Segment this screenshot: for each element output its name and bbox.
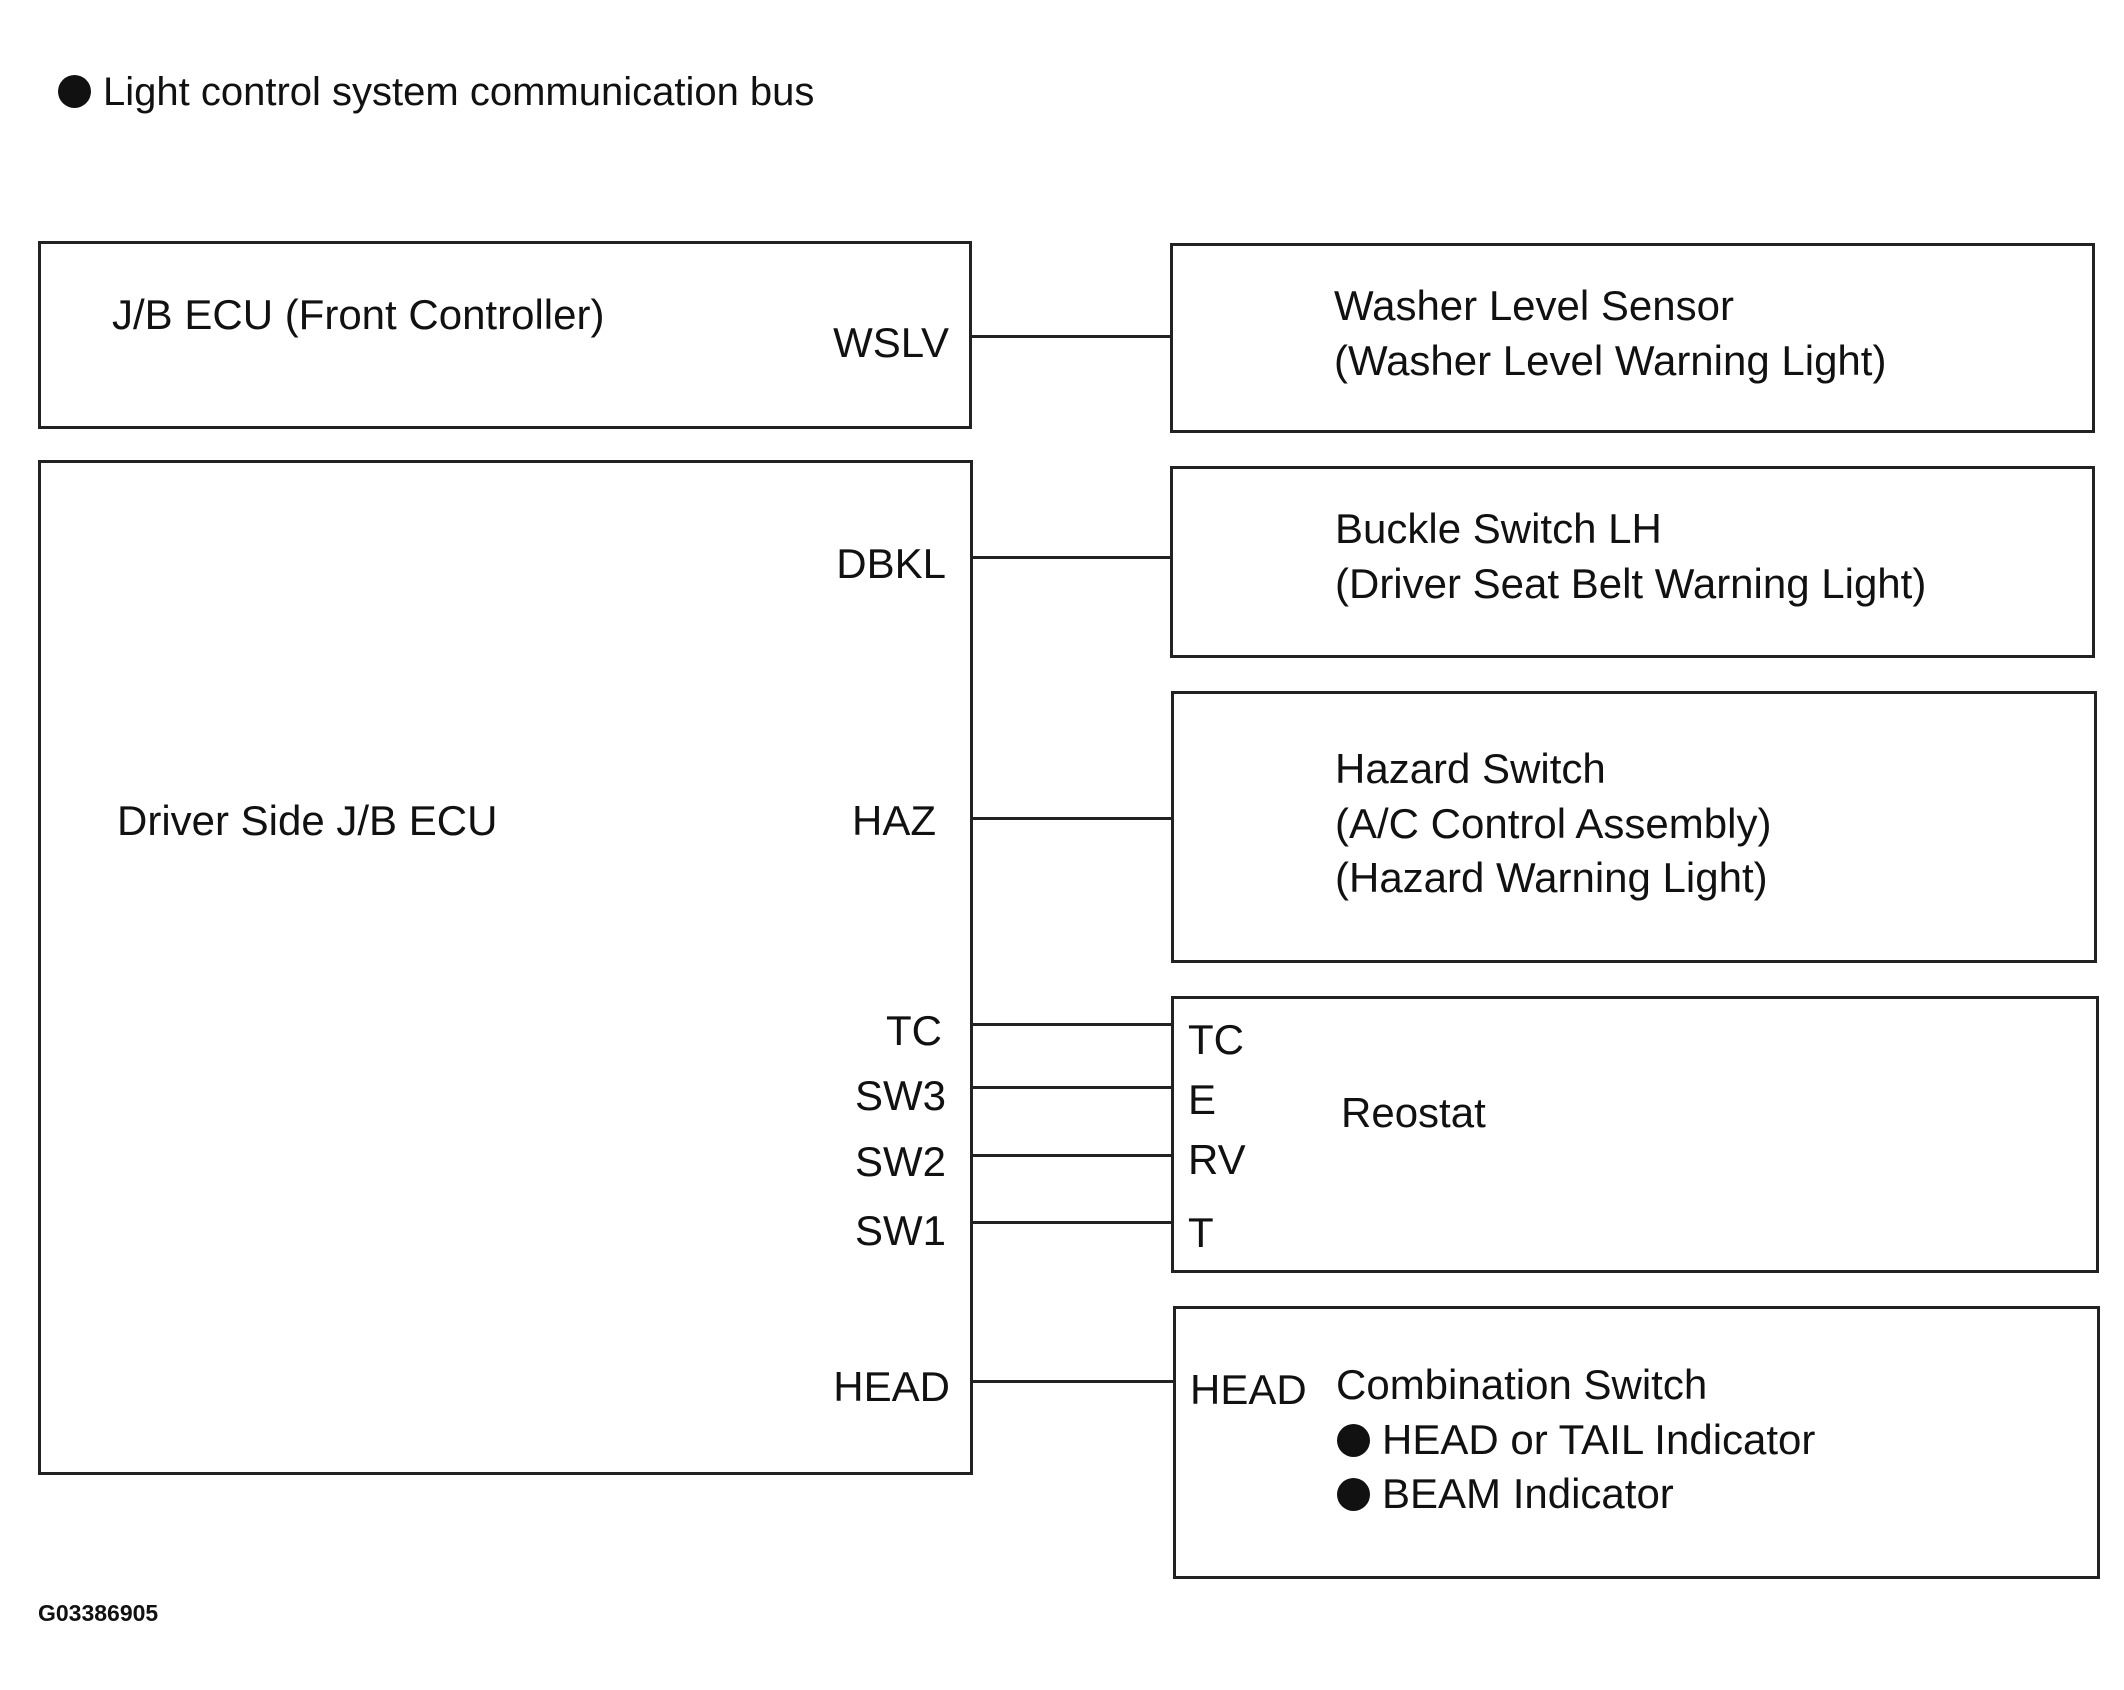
diagram-title: Light control system communication bus (58, 72, 814, 112)
pin-wslv-label: WSLV (833, 319, 949, 366)
buckle-switch-label: Buckle Switch LH (1335, 505, 1662, 552)
pin-sw2-label: SW2 (854, 1138, 946, 1185)
washer-level-sensor-box: Washer Level Sensor (Washer Level Warnin… (1170, 243, 2095, 433)
bullet-icon (1337, 1478, 1370, 1511)
pin-tc-label: TC (886, 1007, 942, 1054)
bullet-icon (58, 75, 91, 108)
driver-side-ecu-box: Driver Side J/B ECU DBKL HAZ TC SW3 SW2 … (38, 460, 973, 1475)
reostat-label: Reostat (1341, 1089, 1486, 1136)
head-tail-indicator-label: HEAD or TAIL Indicator (1382, 1416, 1816, 1463)
wire-tc (973, 1023, 1171, 1026)
bullet-icon (1337, 1424, 1370, 1457)
wire-sw2-rv (973, 1154, 1171, 1157)
wire-wslv (972, 335, 1170, 338)
combination-switch-box: HEAD Combination Switch HEAD or TAIL Ind… (1173, 1306, 2100, 1579)
beam-indicator-label: BEAM Indicator (1382, 1470, 1674, 1517)
pin-haz-label: HAZ (852, 797, 936, 844)
pin-sw1-label: SW1 (854, 1207, 946, 1254)
front-controller-label: J/B ECU (Front Controller) (112, 291, 605, 338)
washer-level-sensor-label: Washer Level Sensor (1334, 282, 1734, 329)
figure-code: G03386905 (38, 1600, 159, 1626)
wire-dbkl (973, 556, 1170, 559)
reostat-pin-e-label: E (1188, 1076, 1217, 1123)
seat-belt-warning-light-label: (Driver Seat Belt Warning Light) (1335, 560, 1927, 607)
wire-haz (973, 817, 1171, 820)
reostat-pin-t-label: T (1188, 1209, 1214, 1256)
combination-switch-label: Combination Switch (1336, 1361, 1708, 1408)
wire-sw1-t (973, 1221, 1171, 1224)
diagram-title-text: Light control system communication bus (103, 70, 815, 114)
hazard-switch-box: Hazard Switch (A/C Control Assembly) (Ha… (1171, 691, 2097, 963)
head-tail-indicator-item: HEAD or TAIL Indicator (1337, 1419, 1815, 1461)
pin-head-label: HEAD (833, 1363, 950, 1410)
hazard-switch-label: Hazard Switch (1335, 745, 1606, 792)
reostat-box: TC E RV T Reostat (1171, 996, 2099, 1273)
buckle-switch-box: Buckle Switch LH (Driver Seat Belt Warni… (1170, 466, 2095, 658)
hazard-warning-light-label: (Hazard Warning Light) (1335, 854, 1768, 901)
wire-sw3-e (973, 1086, 1171, 1089)
pin-dbkl-label: DBKL (836, 540, 946, 587)
reostat-pin-rv-label: RV (1188, 1136, 1246, 1183)
beam-indicator-item: BEAM Indicator (1337, 1473, 1674, 1515)
washer-level-warning-light-label: (Washer Level Warning Light) (1334, 337, 1887, 384)
wire-head (973, 1380, 1173, 1383)
pin-sw3-label: SW3 (854, 1072, 946, 1119)
combination-pin-head-label: HEAD (1190, 1366, 1307, 1413)
ac-control-assembly-label: (A/C Control Assembly) (1335, 800, 1772, 847)
reostat-pin-tc-label: TC (1188, 1016, 1244, 1063)
driver-side-ecu-label: Driver Side J/B ECU (117, 797, 498, 844)
front-controller-box: J/B ECU (Front Controller) WSLV (38, 241, 972, 429)
